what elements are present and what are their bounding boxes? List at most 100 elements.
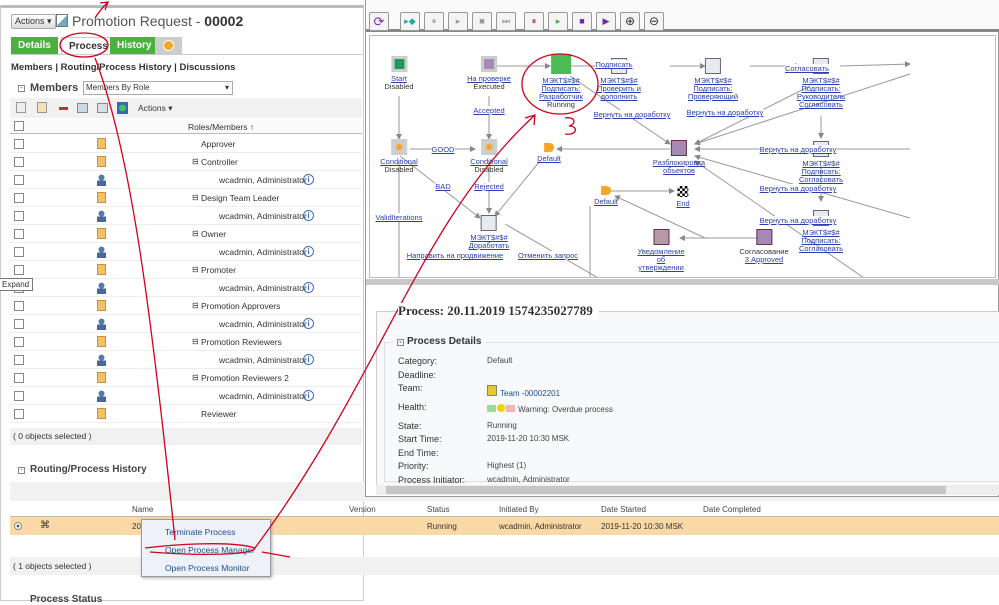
add-tab-button[interactable] <box>155 37 182 54</box>
link-return-5[interactable]: Вернуть на доработку <box>759 216 837 225</box>
horizontal-scrollbar[interactable] <box>376 485 999 495</box>
row-checkbox[interactable] <box>14 211 24 221</box>
col-initiated-by[interactable]: Initiated By <box>499 505 539 514</box>
member-row[interactable]: wcadmin, Administrator i <box>10 279 362 297</box>
link-rejected[interactable]: Rejected <box>474 182 504 191</box>
role-row[interactable]: ⊟ Promotion Reviewers <box>10 333 362 351</box>
expand-toggle-icon[interactable]: ⊟ <box>192 229 199 238</box>
member-row[interactable]: wcadmin, Administrator i <box>10 171 362 189</box>
link-members[interactable]: Members <box>11 62 53 73</box>
link-routing[interactable]: Routing/Process History <box>60 62 172 73</box>
expand-toggle-icon[interactable]: ⊟ <box>192 337 199 346</box>
insert-icon[interactable] <box>97 103 108 113</box>
splitter-handle[interactable] <box>366 279 999 285</box>
collapse-routing-icon[interactable]: - <box>18 467 25 474</box>
role-row[interactable]: ⊟ Design Team Leader <box>10 189 362 207</box>
row-checkbox[interactable] <box>14 265 24 275</box>
role-row[interactable]: ⊟ Promotion Reviewers 2 <box>10 369 362 387</box>
info-icon[interactable]: i <box>303 390 314 401</box>
field-value-wrap[interactable]: Team -00002201 <box>487 385 560 398</box>
row-checkbox[interactable] <box>14 391 24 401</box>
member-row[interactable]: wcadmin, Administrator i <box>10 315 362 333</box>
link-agree[interactable]: Согласовать <box>785 64 829 73</box>
link-send-promotion[interactable]: Направить на продвижение <box>406 251 504 260</box>
suspend-process-icon[interactable]: ⏸ <box>524 12 544 31</box>
info-icon[interactable]: i <box>303 174 314 185</box>
role-row[interactable]: ⊟ Controller <box>10 153 362 171</box>
row-checkbox[interactable] <box>14 373 24 383</box>
member-row[interactable]: wcadmin, Administrator i <box>10 243 362 261</box>
row-checkbox[interactable] <box>14 193 24 203</box>
expand-toggle-icon[interactable]: ⊟ <box>192 193 199 202</box>
copy-icon[interactable] <box>16 102 26 113</box>
tab-details[interactable]: Details <box>11 37 58 54</box>
info-icon[interactable]: i <box>303 246 314 257</box>
add-user-icon[interactable] <box>117 102 128 114</box>
role-row[interactable]: ⊟ Owner <box>10 225 362 243</box>
row-checkbox[interactable] <box>14 301 24 311</box>
node-default-2[interactable]: Default <box>594 186 618 206</box>
node-checker-sign[interactable]: МЭКТ$#$#Подписать:Проверяющий <box>688 58 738 101</box>
row-checkbox[interactable] <box>14 337 24 347</box>
member-row[interactable]: wcadmin, Administrator i <box>10 387 362 405</box>
stop-activity-icon[interactable]: ■ <box>472 12 492 31</box>
menu-open-process-monitor[interactable]: Open Process Monitor <box>165 563 250 573</box>
move-down-icon[interactable] <box>77 103 88 113</box>
row-checkbox[interactable] <box>14 319 24 329</box>
tab-history[interactable]: History <box>110 37 159 54</box>
row-radio[interactable] <box>14 522 22 530</box>
info-icon[interactable]: i <box>303 354 314 365</box>
members-actions-button[interactable]: Actions ▾ <box>138 103 173 113</box>
header-roles-members[interactable]: Roles/Members ↑ <box>188 122 254 132</box>
restart-process-icon[interactable]: ▶ <box>596 12 616 31</box>
link-cancel-request[interactable]: Отменить запрос <box>517 251 579 260</box>
col-date-completed[interactable]: Date Completed <box>703 505 761 514</box>
node-rework[interactable]: МЭКТ$#$#Доработать <box>469 215 509 250</box>
zoom-out-icon[interactable]: ⊖ <box>644 12 664 31</box>
members-view-select[interactable]: Members By Role▾ <box>83 81 233 95</box>
role-row[interactable]: ⊟ Promoter <box>10 261 362 279</box>
remove-icon[interactable] <box>59 107 68 110</box>
link-return-1[interactable]: Вернуть на доработку <box>593 110 671 119</box>
select-all-checkbox[interactable] <box>14 121 24 131</box>
skip-activity-icon[interactable]: ⏭ <box>496 12 516 31</box>
link-accepted[interactable]: Accepted <box>473 106 505 115</box>
link-bad[interactable]: BAD <box>435 182 451 191</box>
resume-activity-icon[interactable]: ▸ <box>448 12 468 31</box>
zoom-in-icon[interactable]: ⊕ <box>620 12 640 31</box>
member-row[interactable]: wcadmin, Administrator i <box>10 207 362 225</box>
actions-menu-button[interactable]: Actions ▾ <box>11 14 56 29</box>
col-name[interactable]: Name <box>132 505 154 514</box>
info-icon[interactable]: i <box>303 318 314 329</box>
scrollbar-thumb[interactable] <box>386 486 946 494</box>
link-valid-iterations[interactable]: ValidIterations <box>375 213 423 222</box>
link-return-3[interactable]: Вернуть на доработку <box>759 145 837 154</box>
menu-terminate-process[interactable]: Terminate Process <box>165 527 236 537</box>
link-good[interactable]: GOOD <box>431 145 455 154</box>
row-checkbox[interactable] <box>14 175 24 185</box>
tab-process[interactable]: Process <box>61 37 116 54</box>
start-activity-icon[interactable]: ▸◆ <box>400 12 420 31</box>
row-checkbox[interactable] <box>14 229 24 239</box>
node-end[interactable]: End <box>676 186 690 208</box>
row-checkbox[interactable] <box>14 409 24 419</box>
expand-toggle-icon[interactable]: ⊟ <box>192 157 199 166</box>
expand-toggle-icon[interactable]: ⊟ <box>192 265 199 274</box>
row-name[interactable]: 20 <box>132 522 141 531</box>
role-row[interactable]: Reviewer <box>10 405 362 423</box>
info-icon[interactable]: i <box>303 282 314 293</box>
resume-process-icon[interactable]: ▸ <box>548 12 568 31</box>
node-default-1[interactable]: Default <box>537 143 561 163</box>
info-icon[interactable]: i <box>303 210 314 221</box>
menu-open-process-manager[interactable]: Open Process Manager <box>165 545 255 555</box>
col-date-started[interactable]: Date Started <box>601 505 646 514</box>
paste-icon[interactable] <box>37 102 47 113</box>
row-checkbox[interactable] <box>14 139 24 149</box>
